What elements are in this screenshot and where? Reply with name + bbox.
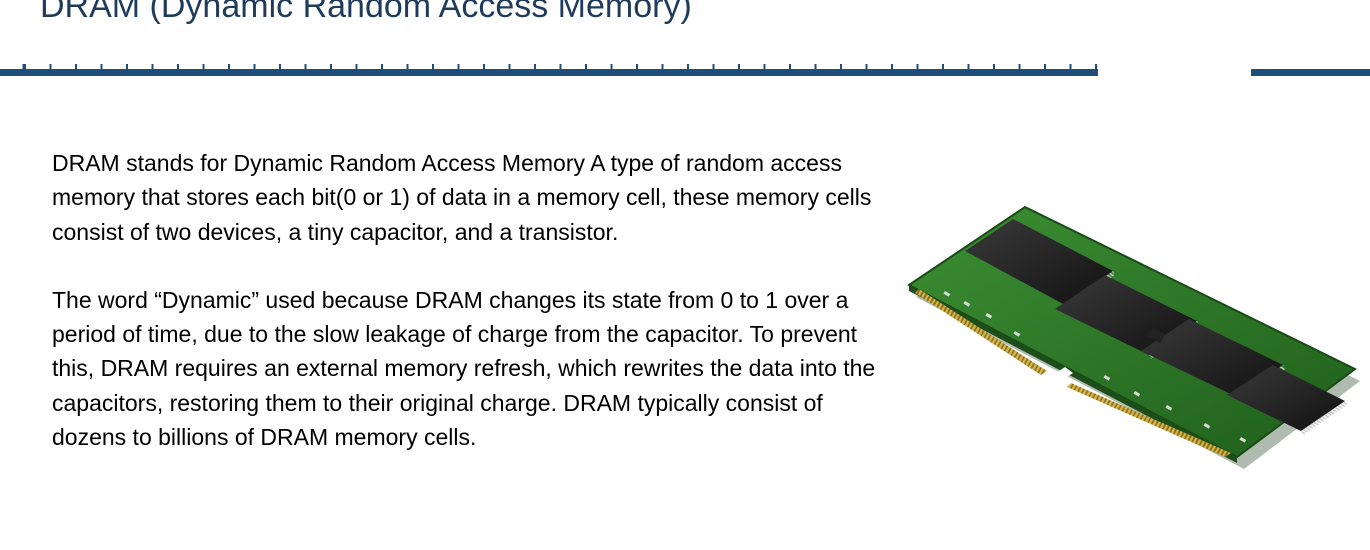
paragraph-definition: DRAM stands for Dynamic Random Access Me… (52, 150, 872, 245)
paragraph-dynamic: The word “Dynamic” used because DRAM cha… (52, 286, 876, 451)
title-rule-ticks (0, 64, 1098, 70)
ram-module-icon (907, 205, 1360, 469)
slide-title: DRAM (Dynamic Random Access Memory) (40, 0, 692, 25)
title-rule-left (0, 69, 1098, 76)
title-rule-right (1251, 69, 1370, 76)
body-text: DRAM stands for Dynamic Random Access Me… (52, 146, 892, 488)
